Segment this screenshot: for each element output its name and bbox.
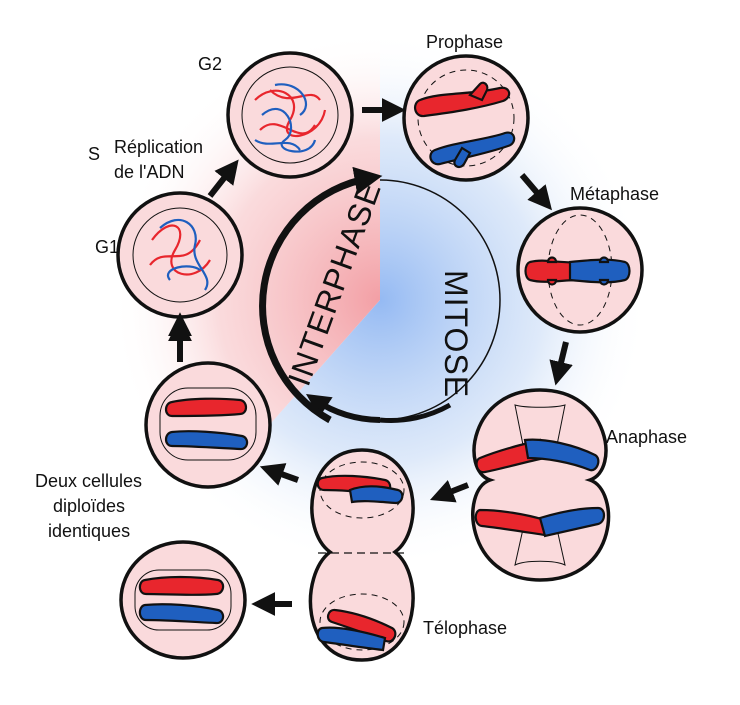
label-daughters-3: identiques — [48, 521, 130, 541]
cell-daughter-1 — [144, 361, 272, 489]
cell-daughter-2 — [119, 540, 247, 660]
label-replication-2: de l'ADN — [114, 162, 184, 182]
label-g2: G2 — [198, 54, 222, 74]
label-metaphase: Métaphase — [570, 184, 659, 204]
mitose-label: MITOSE — [438, 270, 474, 398]
label-s: S — [88, 144, 100, 164]
transition-arrows — [168, 98, 573, 616]
label-telophase: Télophase — [423, 618, 507, 638]
label-anaphase: Anaphase — [606, 427, 687, 447]
cell-prophase — [402, 54, 530, 182]
label-daughters-2: diploïdes — [53, 496, 125, 516]
label-prophase: Prophase — [426, 32, 503, 52]
label-g1: G1 — [95, 237, 119, 257]
cell-g2 — [226, 51, 354, 179]
cell-telophase — [308, 448, 415, 662]
cell-anaphase — [471, 388, 611, 582]
label-daughters-1: Deux cellules — [35, 471, 142, 491]
cell-metaphase — [516, 206, 644, 334]
cycle-ring — [259, 166, 501, 424]
label-replication-1: Réplication — [114, 137, 203, 157]
cell-g1 — [116, 191, 244, 319]
